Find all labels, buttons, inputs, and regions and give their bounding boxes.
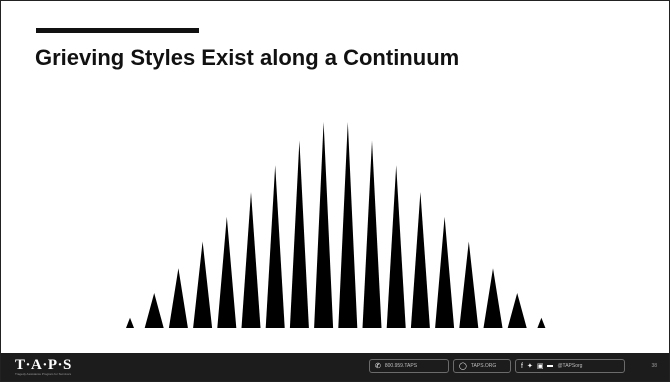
taps-tagline: Tragedy Assistance Program for Survivors (15, 372, 72, 376)
globe-icon: ◯ (459, 362, 467, 370)
social-links: f ✦ ▣ @TAPSorg (515, 359, 625, 373)
spike (362, 140, 382, 328)
website-link[interactable]: ◯ TAPS.ORG (453, 359, 511, 373)
spike (217, 216, 237, 328)
spike (507, 292, 527, 328)
spike (410, 192, 430, 328)
spike (289, 140, 309, 328)
instagram-icon[interactable]: ▣ (536, 362, 544, 370)
page-number: 38 (651, 363, 657, 369)
taps-logo: T·A·P·S (15, 357, 72, 373)
spike (483, 268, 503, 328)
spike (435, 216, 455, 328)
spike (126, 317, 134, 328)
social-handle[interactable]: @TAPSorg (557, 363, 583, 369)
title-accent-bar (36, 28, 199, 33)
phone-icon: ✆ (375, 362, 381, 370)
spike (314, 122, 334, 328)
slide-title: Grieving Styles Exist along a Continuum (35, 45, 460, 70)
phone-number: 800.959.TAPS (384, 363, 418, 369)
spike (386, 165, 406, 328)
spike (193, 241, 213, 328)
phone-link[interactable]: ✆ 800.959.TAPS (369, 359, 449, 373)
spike (537, 317, 546, 328)
footer-bar: T·A·P·S Tragedy Assistance Program for S… (1, 353, 669, 381)
facebook-icon[interactable]: f (521, 362, 523, 370)
spike (241, 192, 261, 328)
spike (338, 122, 358, 328)
youtube-icon[interactable] (547, 365, 554, 367)
spike (144, 292, 164, 328)
spike (265, 165, 285, 328)
spike (459, 241, 479, 328)
twitter-icon[interactable]: ✦ (526, 362, 533, 370)
website-text: TAPS.ORG (470, 363, 497, 369)
spike (168, 268, 188, 328)
